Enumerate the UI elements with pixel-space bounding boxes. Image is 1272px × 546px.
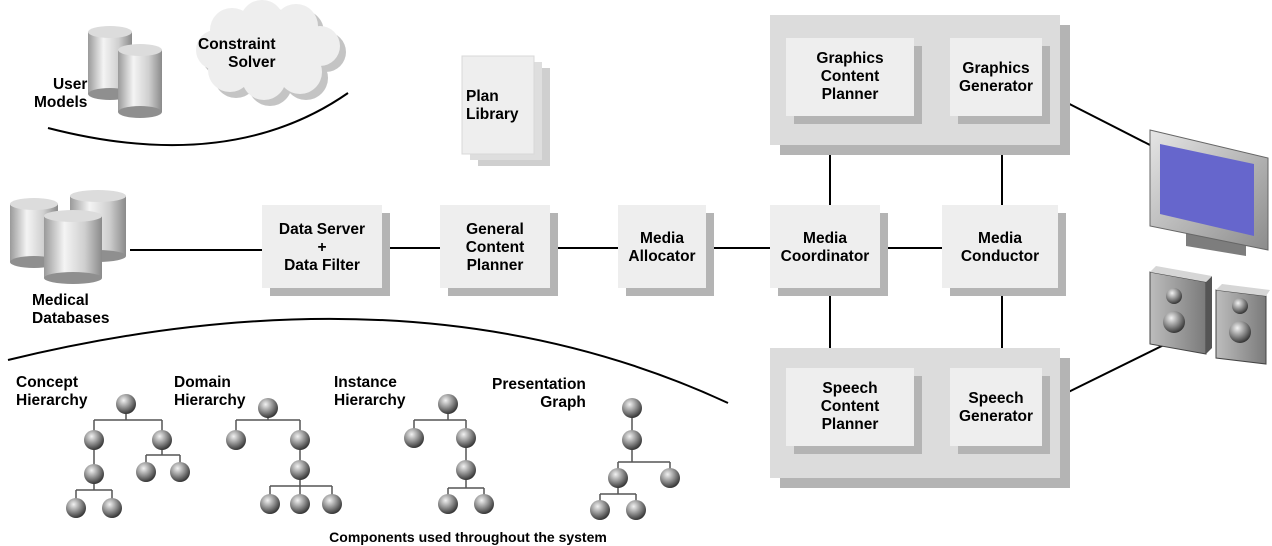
graphics-generator-box[interactable] <box>950 38 1050 124</box>
hierarchy-nodes <box>66 394 680 520</box>
concept-hierarchy-label: Concept Hierarchy <box>16 374 88 409</box>
general-content-planner-box[interactable] <box>440 205 558 296</box>
concept-hierarchy-tree <box>75 404 181 508</box>
graphics-generator-label: Graphics Generator <box>958 60 1034 95</box>
media-conductor-box[interactable] <box>942 205 1066 296</box>
general-content-planner-label: General Content Planner <box>465 221 525 274</box>
user-models-label: User Models <box>34 76 88 111</box>
graphics-content-planner-box[interactable] <box>786 38 922 124</box>
speech-generator-box[interactable] <box>950 368 1050 454</box>
speech-generator-label: Speech Generator <box>958 390 1034 425</box>
medical-databases-label: Medical Databases <box>32 292 110 327</box>
graphics-content-planner-label: Graphics Content Planner <box>816 50 884 103</box>
constraint-solver-label: Constraint Solver <box>198 36 276 71</box>
data-server-box[interactable] <box>262 205 390 296</box>
media-conductor-label: Media Conductor <box>960 230 1040 265</box>
bottom-arc-divider <box>7 317 729 404</box>
plan-library-stack <box>461 55 550 166</box>
instance-hierarchy-label: Instance Hierarchy <box>334 374 406 409</box>
media-allocator-box[interactable] <box>618 205 714 296</box>
domain-hierarchy-tree <box>235 408 333 504</box>
presentation-graph-label: Presentation Graph <box>492 376 586 411</box>
top-arc-divider <box>47 92 349 147</box>
monitor-icon <box>1149 129 1269 256</box>
media-coordinator-label: Media Coordinator <box>780 230 870 265</box>
speech-content-planner-box[interactable] <box>786 368 922 454</box>
constraint-solver-cloud <box>196 0 346 106</box>
speakers-icon <box>1149 266 1270 365</box>
media-coordinator-box[interactable] <box>770 205 888 296</box>
medical-databases-icon <box>10 190 126 284</box>
components-caption: Components used throughout the system <box>329 529 607 545</box>
domain-hierarchy-label: Domain Hierarchy <box>174 374 246 409</box>
instance-hierarchy-tree <box>413 404 485 504</box>
data-server-label: Data Server + Data Filter <box>278 221 366 274</box>
presentation-graph-tree <box>599 408 671 510</box>
plan-library-label: Plan Library <box>466 88 519 123</box>
user-models-database-icon <box>88 26 162 118</box>
speech-content-planner-label: Speech Content Planner <box>820 380 880 433</box>
media-allocator-label: Media Allocator <box>628 230 696 265</box>
